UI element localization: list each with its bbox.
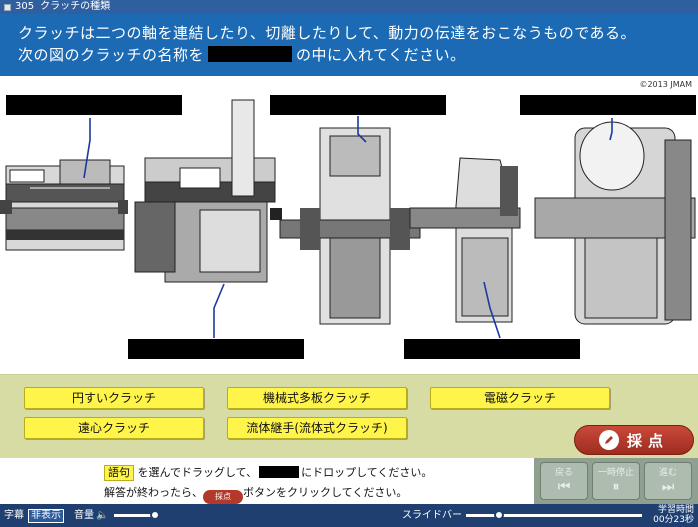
clutch-illustrations — [0, 99, 696, 339]
instruction-line-2b: ボタンをクリックしてください。 — [243, 486, 408, 499]
mini-score-icon: 採点 — [203, 490, 243, 504]
slide-progress-knob[interactable] — [494, 510, 504, 520]
clutch-illustration-4 — [409, 157, 521, 323]
score-button-label: 採点 — [626, 431, 669, 450]
subtitle-toggle-button[interactable]: 非表示 — [28, 509, 64, 523]
next-button[interactable]: 進む ⏭ — [644, 462, 692, 500]
subtitle-toggle-wrap: 非表示 — [28, 504, 64, 527]
window-titlebar: 305 クラッチの種類 — [0, 0, 698, 14]
question-line-2-post: の中に入れてください。 — [296, 46, 466, 64]
drop-zone-1[interactable] — [6, 95, 182, 115]
clutch-figure — [0, 88, 698, 370]
study-time-value: 00分23秒 — [653, 515, 694, 525]
leader-line-4 — [483, 281, 501, 339]
volume-label: 音量 — [74, 510, 94, 521]
navigation-panel: 戻る ⏮ 一時停止 ⏸ 進む ⏭ — [534, 458, 698, 504]
leader-line-3 — [357, 116, 367, 143]
word-electromagnetic-clutch[interactable]: 電磁クラッチ — [430, 387, 610, 409]
volume-slider-track[interactable] — [114, 514, 158, 517]
word-enshui-clutch[interactable]: 円すいクラッチ — [24, 387, 204, 409]
instruction-line-1: 語句 を選んでドラッグして、 にドロップしてください。 — [104, 464, 432, 481]
window-icon — [4, 3, 11, 11]
copyright-text: ©2013 JMAM — [639, 80, 692, 89]
volume-slider-knob[interactable] — [150, 510, 160, 520]
back-button[interactable]: 戻る ⏮ — [540, 462, 588, 500]
question-line-1: クラッチは二つの軸を連結したり、切離したりして、動力の伝達をおこなうものである。 — [18, 24, 637, 42]
study-time-label: 学習時間 — [657, 505, 694, 515]
instruction-line-1b: にドロップしてください。 — [301, 466, 433, 479]
drop-zone-5[interactable] — [404, 339, 580, 359]
blank-example — [208, 46, 293, 62]
skip-forward-icon: ⏭ — [661, 479, 675, 495]
instruction-word-tag: 語句 — [104, 465, 134, 481]
word-multi-plate-clutch[interactable]: 機械式多板クラッチ — [227, 387, 407, 409]
clutch-illustration-5 — [534, 121, 696, 325]
slide-bar-label: スライドバー — [402, 510, 462, 521]
speaker-icon: 🔈 — [96, 510, 109, 521]
slide-progress-track[interactable] — [466, 514, 642, 517]
next-button-label: 進む — [658, 468, 677, 478]
leader-line-5 — [609, 118, 613, 141]
instruction-blank — [259, 466, 300, 478]
drop-zone-3[interactable] — [520, 95, 696, 115]
footer-bar: 字幕 非表示 音量 🔈 スライドバー 学習時間 00分23秒 — [0, 504, 698, 527]
clutch-illustration-1 — [0, 159, 128, 251]
question-line-2-pre: 次の図のクラッチの名称を — [18, 46, 205, 64]
instruction-line-1a: を選んでドラッグして、 — [137, 466, 258, 479]
subtitle-label: 字幕 — [4, 510, 24, 521]
skip-back-icon: ⏮ — [557, 479, 571, 495]
slide-number: 305 — [15, 1, 35, 12]
clutch-illustration-2 — [134, 99, 282, 283]
pencil-icon — [598, 430, 619, 450]
word-fluid-coupling[interactable]: 流体継手(流体式クラッチ) — [227, 417, 407, 439]
clutch-illustration-3 — [279, 127, 421, 325]
question-line-2: 次の図のクラッチの名称を の中に入れてください。 — [18, 44, 698, 66]
leader-line-1 — [83, 118, 91, 179]
back-button-label: 戻る — [554, 468, 573, 478]
pause-icon: ⏸ — [612, 479, 620, 495]
word-centrifugal-clutch[interactable]: 遠心クラッチ — [24, 417, 204, 439]
study-time: 学習時間 00分23秒 — [653, 505, 694, 525]
score-button[interactable]: 採点 — [574, 425, 694, 455]
drop-zone-4[interactable] — [128, 339, 304, 359]
pause-button[interactable]: 一時停止 ⏸ — [592, 462, 640, 500]
instruction-line-2a: 解答が終わったら、 — [104, 486, 203, 499]
question-text: クラッチは二つの軸を連結したり、切離したりして、動力の伝達をおこなうものである。… — [0, 14, 698, 76]
instruction-line-2: 解答が終わったら、採点ボタンをクリックしてください。 — [104, 484, 407, 504]
leader-line-2 — [213, 283, 225, 338]
drop-zone-2[interactable] — [270, 95, 446, 115]
pause-button-label: 一時停止 — [597, 468, 634, 478]
slide-title: クラッチの種類 — [40, 1, 111, 12]
